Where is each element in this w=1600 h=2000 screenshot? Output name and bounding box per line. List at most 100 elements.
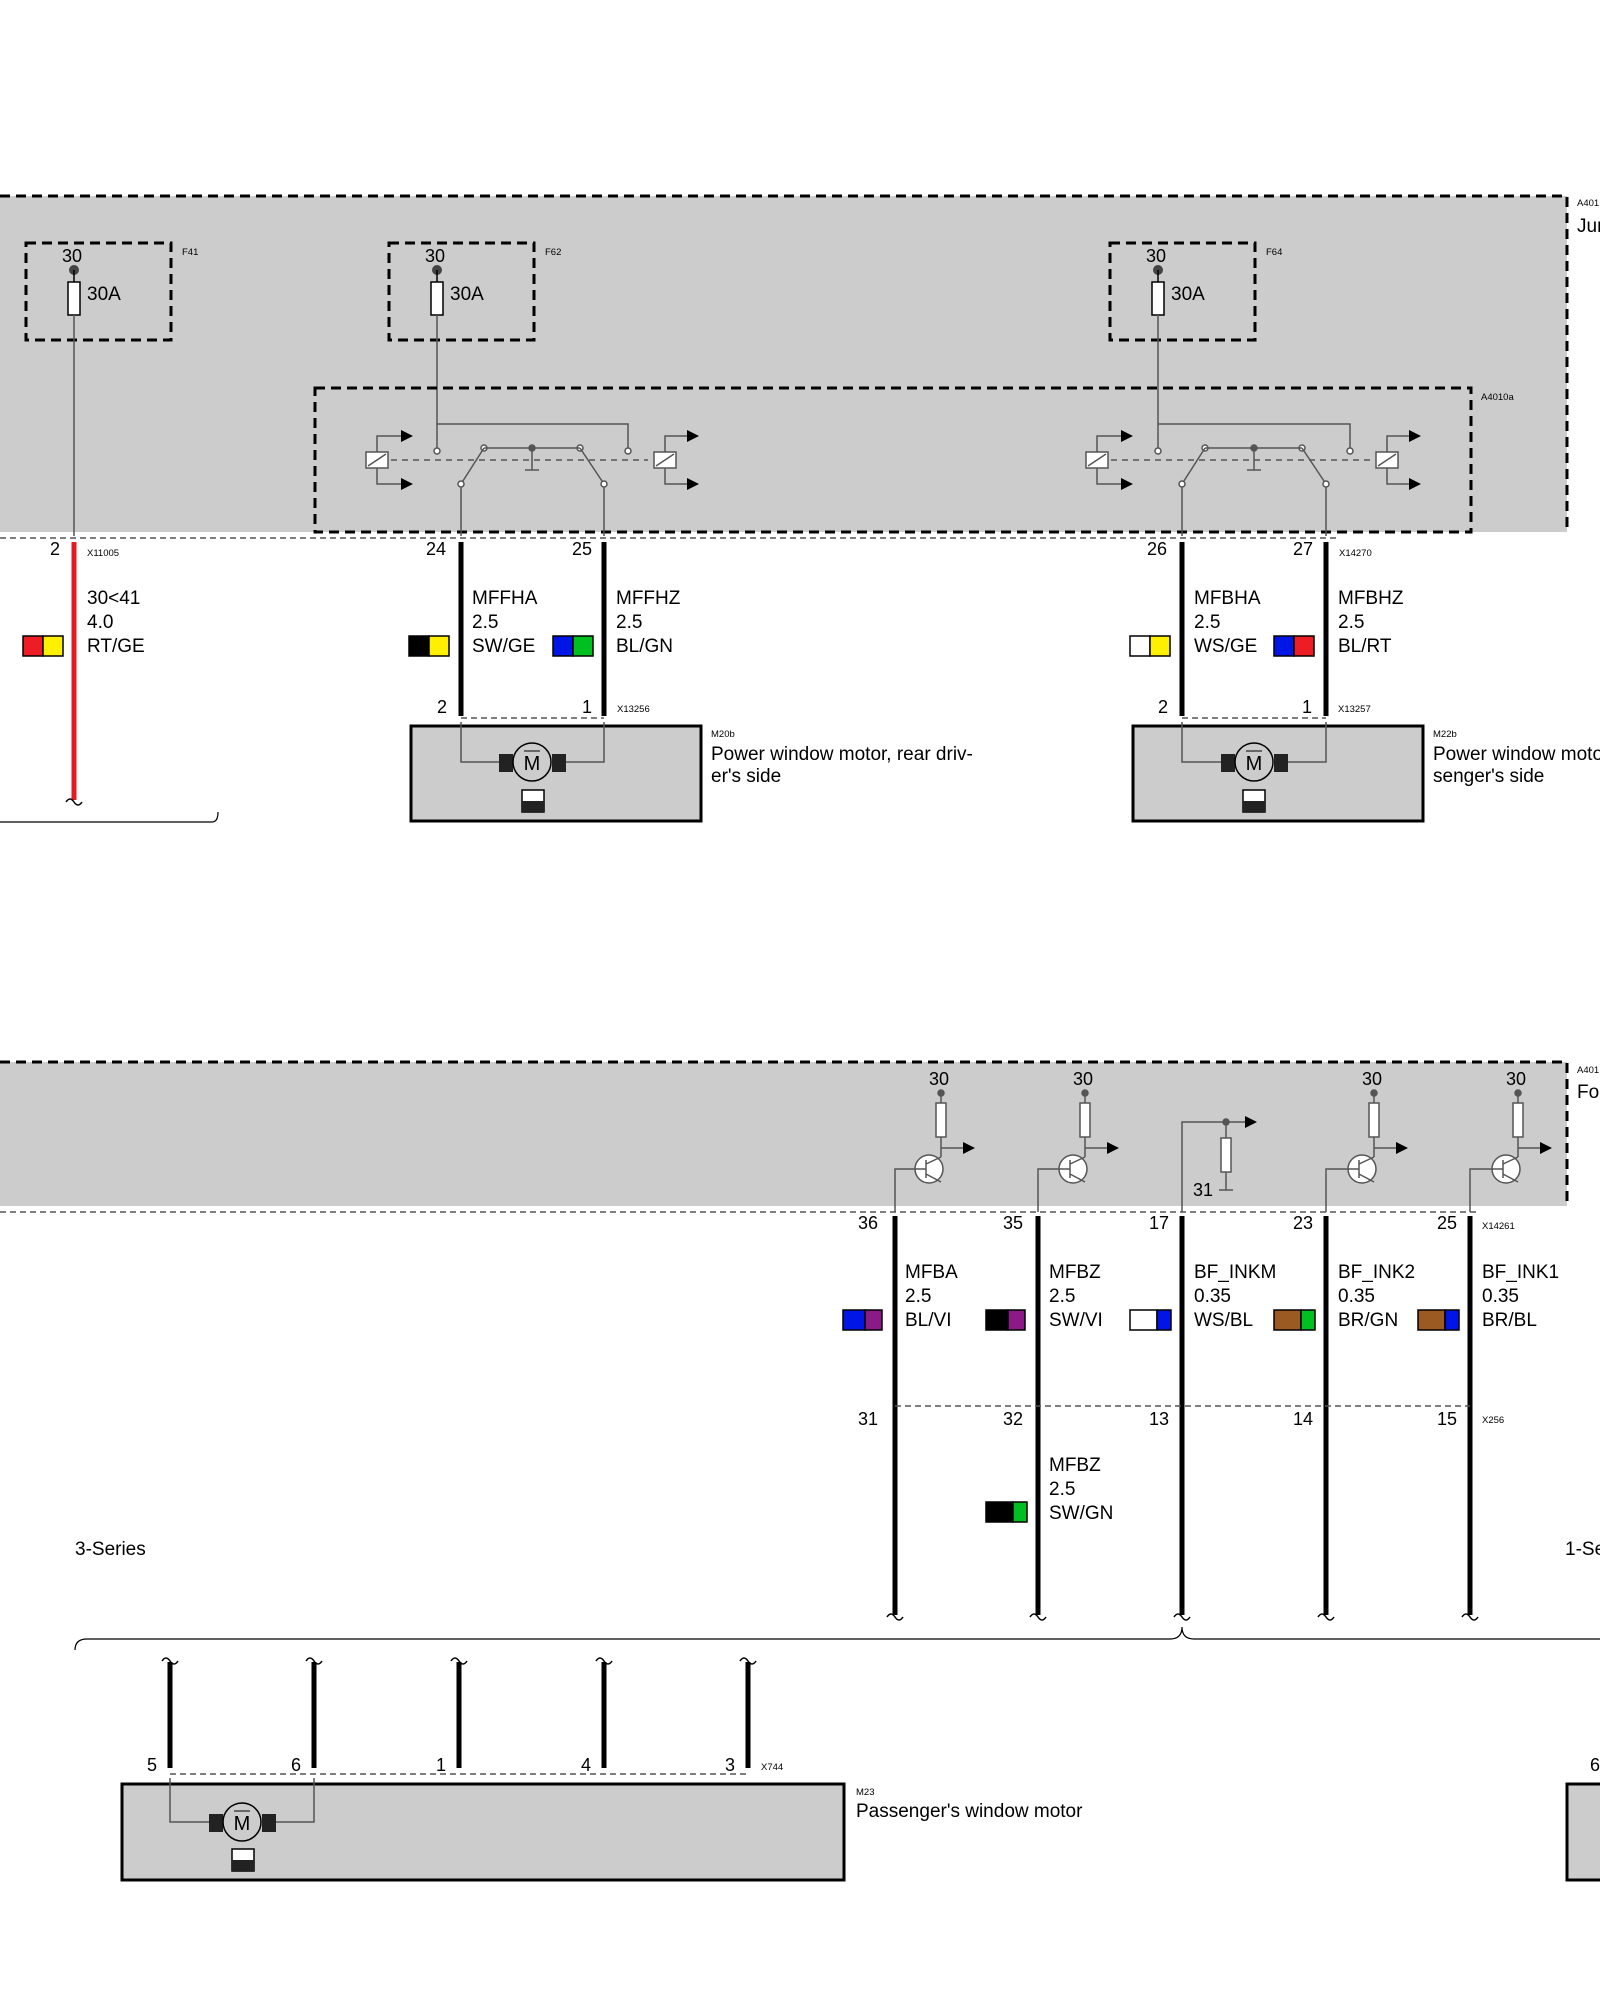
pin-number: 27	[1293, 539, 1313, 559]
wire-color: BL/GN	[616, 636, 673, 657]
color-swatch	[408, 635, 450, 657]
wire-color: WS/GE	[1194, 636, 1257, 657]
connector-id: X14261	[1482, 1221, 1515, 1232]
motor-feed-wires: 5 6 1 4 3	[147, 1657, 757, 1775]
motor-desc: Power window motor, rear driv-	[711, 744, 973, 765]
motor-desc: er's side	[711, 766, 781, 787]
connector-id: X11005	[87, 548, 119, 559]
connector-id: X13257	[1338, 704, 1371, 715]
wire-color: BR/GN	[1338, 1310, 1398, 1331]
terminal-31: 31	[1193, 1180, 1213, 1200]
color-swatch	[985, 1501, 1028, 1523]
color-swatch	[1129, 635, 1171, 657]
pin-number: 2	[50, 539, 60, 559]
motor-icon	[512, 742, 552, 782]
pin-number: 23	[1293, 1213, 1313, 1233]
wire-size: 2.5	[616, 612, 642, 633]
wire-color: RT/GE	[87, 636, 145, 657]
terminal-30: 30	[1362, 1069, 1382, 1089]
fuse-id: F41	[182, 247, 198, 258]
motor-icon	[1234, 742, 1274, 782]
wire-breaks	[886, 1613, 1479, 1621]
pin-number-2: 31	[858, 1409, 878, 1429]
module-name: Fo	[1577, 1082, 1599, 1103]
pin-number: 4	[581, 1755, 591, 1775]
wire-color: BL/RT	[1338, 636, 1392, 657]
pin-number-2: 14	[1293, 1409, 1313, 1429]
wire-name: BF_INK2	[1338, 1262, 1415, 1283]
motor-desc: Power window moto	[1433, 744, 1600, 765]
wire-name: MFBHA	[1194, 588, 1261, 609]
pin-number: 25	[1437, 1213, 1457, 1233]
connector-id: X256	[1482, 1415, 1504, 1426]
motor-pin: 2	[1158, 697, 1168, 717]
color-swatch	[1417, 1309, 1460, 1331]
fuse-icon	[67, 281, 81, 316]
harness-bracket	[0, 811, 219, 823]
motor-m22b: M M22b Power window moto senger's side	[1131, 722, 1600, 823]
relay-pair-rear	[365, 423, 699, 536]
motor-symbol: M	[524, 753, 541, 775]
wire-name: MFBHZ	[1338, 588, 1404, 609]
wire-name: BF_INK1	[1482, 1262, 1559, 1283]
terminal-30: 30	[1073, 1069, 1093, 1089]
motor-symbol: M	[234, 1813, 251, 1835]
wire-mffha: 24 MFFHA 2.5 SW/GE 2	[408, 539, 538, 717]
pin-number: 36	[858, 1213, 878, 1233]
motor-symbol: M	[1246, 753, 1263, 775]
motor-id: M22b	[1433, 729, 1457, 740]
connector-id: X744	[761, 1762, 783, 1773]
wire-color: SW/GE	[472, 636, 535, 657]
pin-number-2: 13	[1149, 1409, 1169, 1429]
connector-id: X14270	[1339, 548, 1372, 559]
color-swatch	[1273, 635, 1315, 657]
relay-module: A4010a	[313, 386, 1514, 534]
motor-id: M20b	[711, 729, 735, 740]
wire-color: SW/VI	[1049, 1310, 1103, 1331]
terminal-30: 30	[929, 1069, 949, 1089]
wire-mfba: 36 MFBA 2.5 BL/VI 31	[842, 1213, 958, 1615]
motor-pin: 2	[437, 697, 447, 717]
terminal-30: 30	[1506, 1069, 1526, 1089]
pin-number: 5	[147, 1755, 157, 1775]
wire-size: 2.5	[1049, 1479, 1075, 1500]
wire-mfbz-lower: MFBZ 2.5 SW/GN	[985, 1455, 1113, 1524]
wire-color: BL/VI	[905, 1310, 951, 1331]
wire-mffhz: 25 MFFHZ 2.5 BL/GN 1	[552, 539, 681, 717]
relay-pair-passenger	[1085, 423, 1421, 536]
wire-30-41: 2 30<41 4.0 RT/GE	[22, 539, 145, 806]
wire-color: BR/BL	[1482, 1310, 1537, 1331]
pin-number: 6	[291, 1755, 301, 1775]
pin-number: 3	[725, 1755, 735, 1775]
fuse-f64: F64 30 30A	[1108, 241, 1282, 424]
fuse-f41: F41 30 30A	[24, 241, 198, 536]
wire-name: MFBZ	[1049, 1455, 1101, 1476]
color-swatch	[842, 1309, 883, 1331]
wire-name: MFFHA	[472, 588, 538, 609]
motor-m23: M M23 Passenger's window motor	[120, 1778, 1083, 1882]
wire-mfbhz: 27 MFBHZ 2.5 BL/RT 1	[1273, 539, 1404, 717]
pin-number: 25	[572, 539, 592, 559]
pin-number: 6	[1590, 1755, 1600, 1775]
wire-size: 0.35	[1482, 1286, 1519, 1307]
fuse-terminal: 30	[62, 246, 82, 266]
pin-number: 26	[1147, 539, 1167, 559]
pin-number: 35	[1003, 1213, 1023, 1233]
wire-name: MFFHZ	[616, 588, 681, 609]
harness-brace	[74, 1626, 1600, 1651]
motor-icon	[222, 1802, 262, 1842]
driver-stages	[894, 1089, 1552, 1212]
motor-pin: 1	[1302, 697, 1312, 717]
pin-number-2: 15	[1437, 1409, 1457, 1429]
motor-id: M23	[856, 1787, 874, 1798]
fuse-id: F62	[545, 247, 561, 258]
fuse-f62: F62 30 30A	[387, 241, 561, 424]
wire-mfbha: 26 MFBHA 2.5 WS/GE 2	[1129, 539, 1261, 717]
variant-label-3-series: 3-Series	[75, 1539, 146, 1560]
module-name: Jun	[1577, 216, 1600, 237]
wire-size: 2.5	[905, 1286, 931, 1307]
wire-bf-inkm: 17 BF_INKM 0.35 WS/BL 13	[1129, 1213, 1276, 1615]
pin-number: 17	[1149, 1213, 1169, 1233]
fuse-rating: 30A	[450, 284, 484, 305]
color-swatch	[22, 635, 64, 657]
